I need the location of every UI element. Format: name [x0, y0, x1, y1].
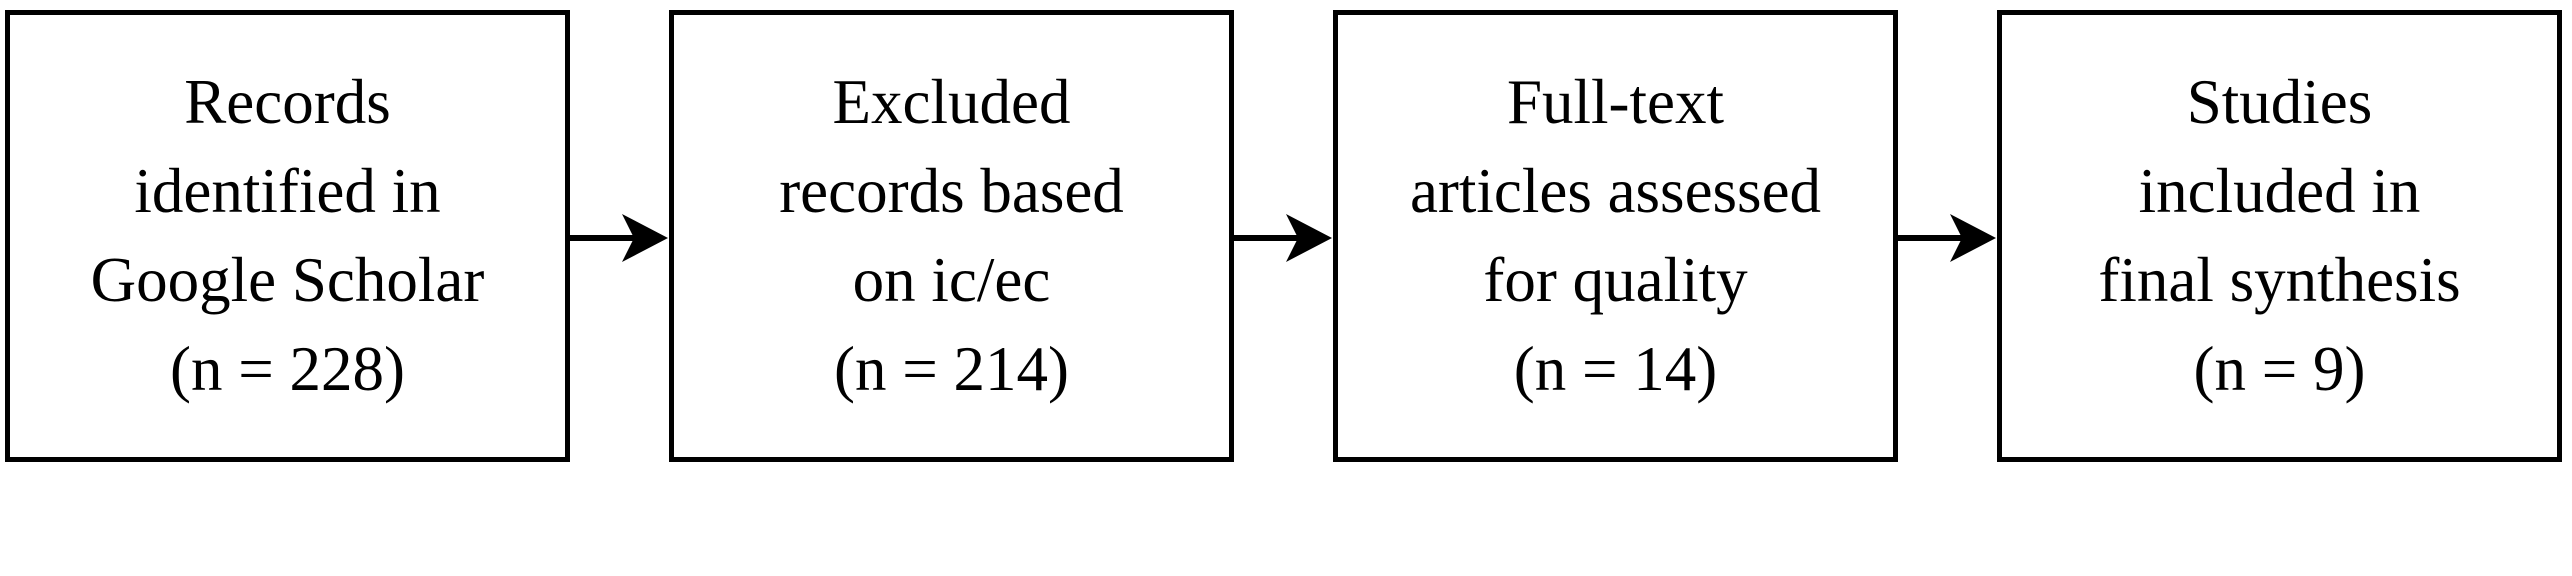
step-text-line: Records — [184, 67, 391, 137]
arrow-head-icon — [622, 214, 668, 262]
step-text-line: articles assessed — [1409, 156, 1822, 226]
step-box-excluded-records: Excluded records based on ic/ec (n = 214… — [669, 10, 1234, 462]
step-box-studies-included: Studies included in final synthesis (n =… — [1997, 10, 2562, 462]
step-text-line: Full-text — [1507, 67, 1724, 137]
step-text-line: Google Scholar — [90, 245, 485, 315]
step-text-line: identified in — [134, 156, 441, 226]
step-count: (n = 14) — [1513, 334, 1718, 404]
step-text-line: included in — [2138, 156, 2421, 226]
step-text-line: on ic/ec — [852, 245, 1051, 315]
step-text-line: records based — [779, 156, 1124, 226]
step-count: (n = 228) — [170, 334, 405, 404]
step-box-records-identified: Records identified in Google Scholar (n … — [5, 10, 570, 462]
arrow-head-icon — [1950, 214, 1996, 262]
step-text-line: Excluded — [832, 67, 1071, 137]
step-count: (n = 9) — [2193, 334, 2366, 404]
step-count: (n = 214) — [834, 334, 1069, 404]
step-text-line: final synthesis — [2098, 245, 2461, 315]
step-text-line: for quality — [1483, 245, 1748, 315]
arrow-head-icon — [1286, 214, 1332, 262]
arrow-1-to-2 — [570, 214, 668, 262]
arrow-3-to-4 — [1898, 214, 1996, 262]
step-text-line: Studies — [2186, 67, 2373, 137]
arrow-2-to-3 — [1234, 214, 1332, 262]
step-box-full-text-assessed: Full-text articles assessed for quality … — [1333, 10, 1898, 462]
